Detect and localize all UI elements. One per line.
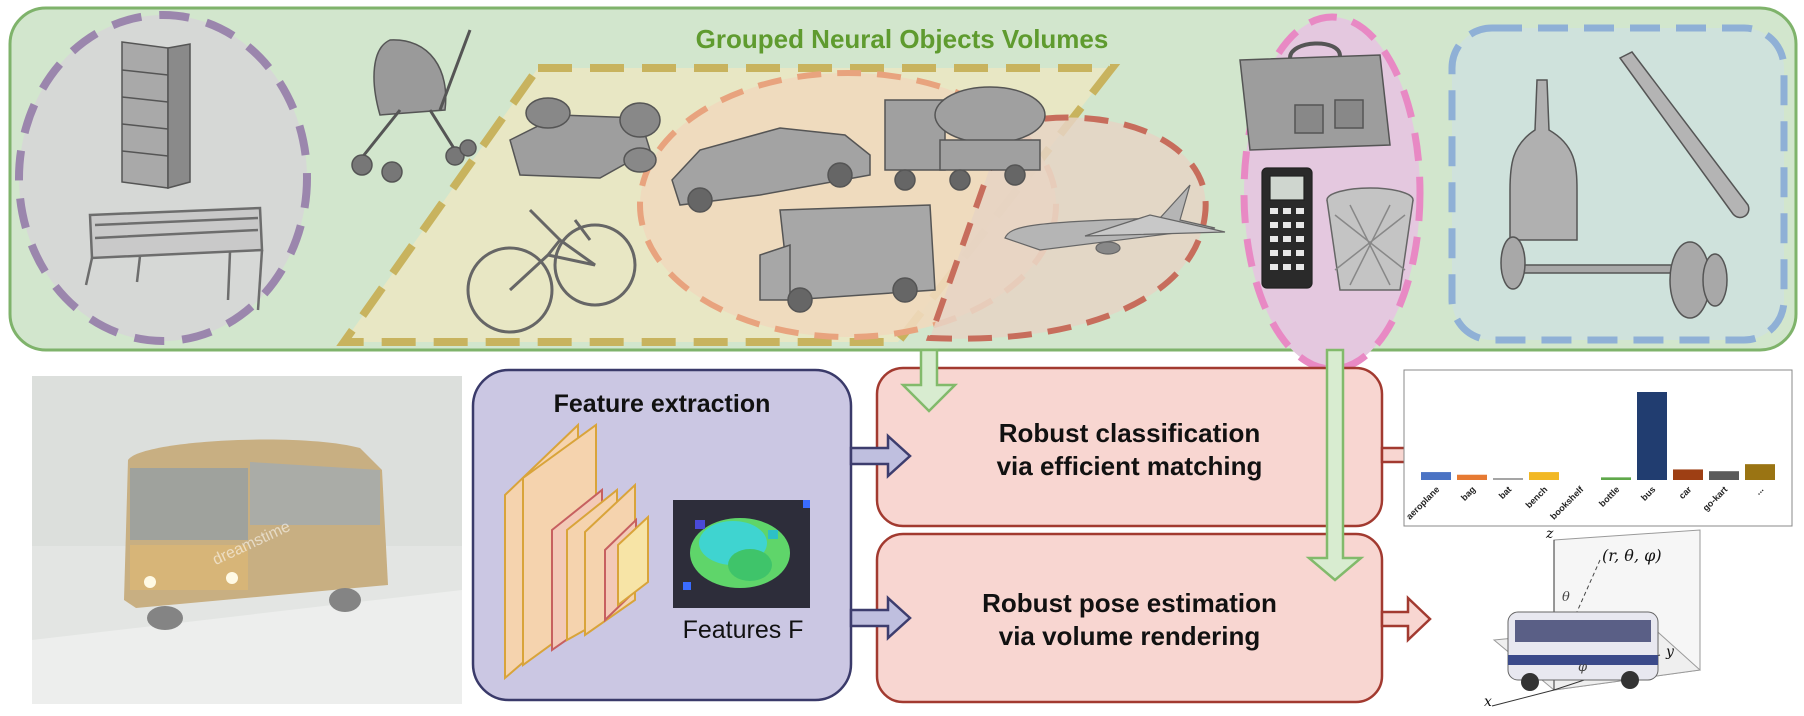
classification-title-line1: Robust classification [998,418,1261,448]
car-icon [671,127,871,213]
bar-bus [1637,392,1667,480]
bat-icon [1618,51,1750,219]
bag-icon [1239,41,1391,151]
bar-bat [1493,478,1523,480]
features-label: Features F [682,616,804,644]
pose-title-line1: Robust pose estimation [982,588,1277,618]
pose-camera-ray [1559,559,1601,651]
stroller-icon [351,29,477,183]
pose-bus-icon [1507,611,1659,691]
arrow-volumes-to-pose [1305,348,1365,582]
arrow-volumes-to-classification [899,348,959,413]
bookshelf-icon [121,41,191,189]
pose-axis-x-line [1491,689,1555,707]
pose-coordinate-label: (r, θ, φ) [1602,546,1662,565]
pose-axis-y: y [1666,644,1674,660]
barbell-icon [1500,236,1728,319]
bicycle-icon [466,208,637,334]
bar-bottle [1601,477,1631,480]
bench-icon [84,206,264,311]
bottle-icon [1509,79,1578,241]
arrow-features-to-classification [849,433,912,479]
bar-go-kart [1709,471,1739,480]
truck-icon [884,86,1046,191]
pose-axis-z: z [1546,526,1554,542]
features-heatmap [673,500,810,608]
van-icon [759,204,936,313]
feature-extraction-title: Feature extraction [553,390,771,418]
class-score-chart-frame [1403,369,1793,527]
bar-bag [1457,474,1487,480]
bar-car [1673,469,1703,480]
bar-aeroplane [1421,472,1451,480]
pose-axis-x: x [1484,694,1492,710]
cnn-layers-icon [504,422,649,681]
bar-- [1745,464,1775,480]
aeroplane-icon [1004,184,1226,255]
bar-bench [1529,472,1559,480]
pose-angle-phi: φ [1578,660,1588,675]
pose-angle-theta: θ [1562,590,1570,605]
trash-can-icon [1326,187,1414,291]
diagram-title: Grouped Neural Objects Volumes [695,24,1109,54]
pose-title-line2: via volume rendering [998,621,1261,651]
go-kart-icon [509,97,661,179]
arrow-pose-to-plot [1380,595,1432,643]
classification-title-line2: via efficient matching [996,451,1263,481]
group-blue-region [1448,24,1788,344]
calculator-icon [1261,167,1313,289]
input-image [32,376,462,704]
arrow-features-to-pose [849,595,912,641]
